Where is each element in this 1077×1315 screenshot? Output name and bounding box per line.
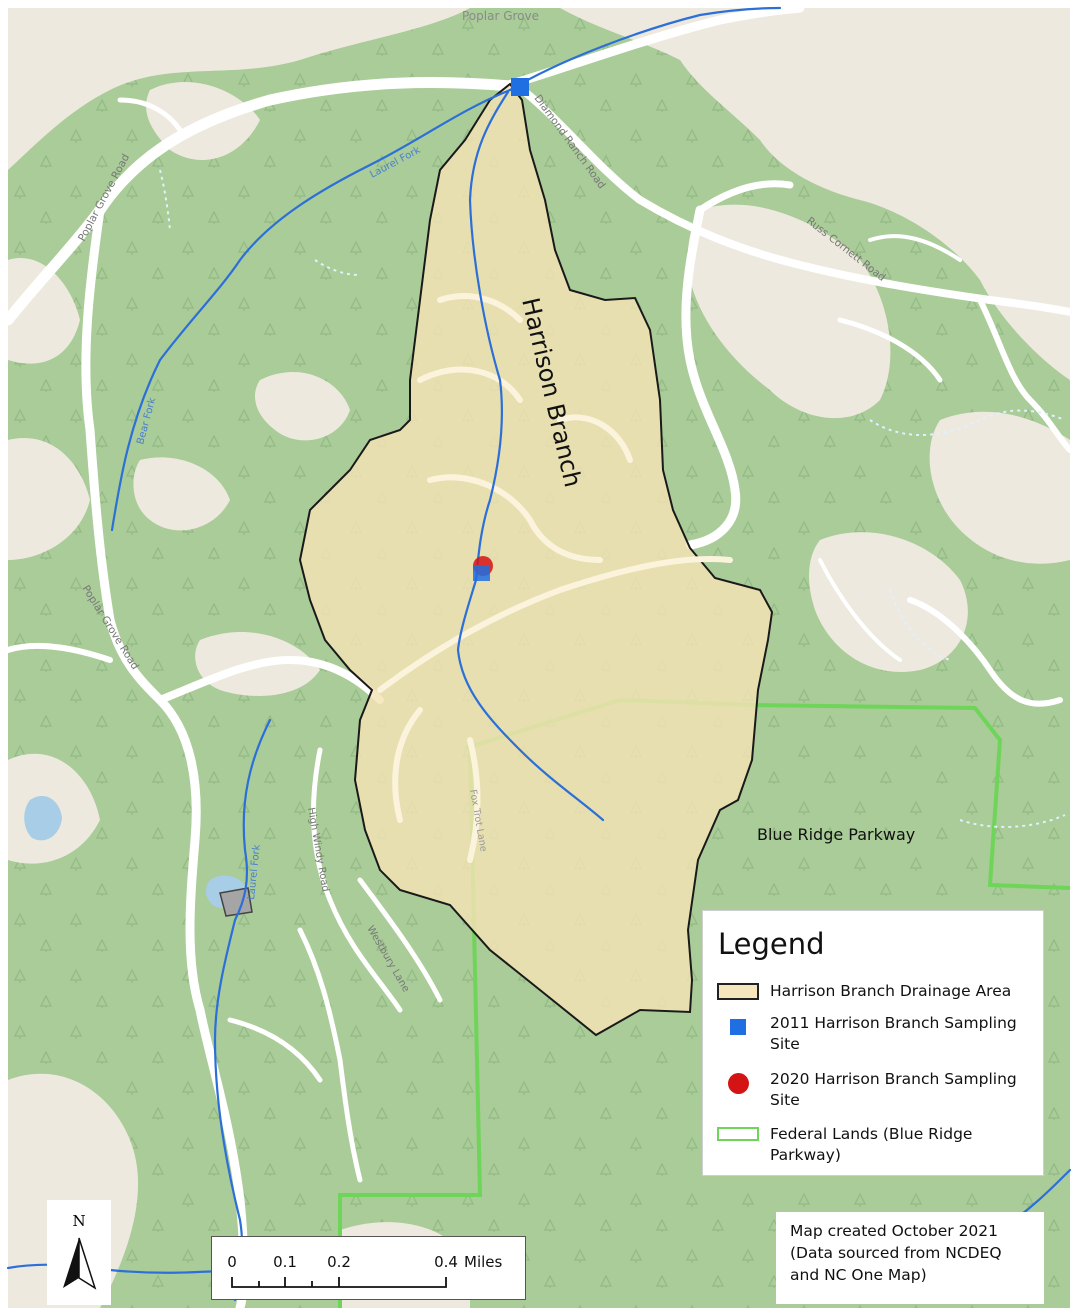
scale-unit-label: Miles xyxy=(464,1253,503,1271)
label-blue-ridge-parkway: Blue Ridge Parkway xyxy=(757,825,915,844)
blue-square-icon xyxy=(730,1019,746,1035)
legend-title: Legend xyxy=(718,927,825,961)
scale-tick-label: 0.4 xyxy=(434,1253,458,1271)
scale-tick-label: 0.1 xyxy=(273,1253,297,1271)
credit-line: Map created October 2021 xyxy=(790,1222,999,1240)
north-letter: N xyxy=(72,1212,85,1230)
legend-label: Harrison Branch Drainage Area xyxy=(770,982,1012,1000)
credit-line: (Data sourced from NCDEQ xyxy=(790,1244,1002,1262)
red-circle-icon xyxy=(728,1073,749,1094)
legend: Legend Harrison Branch Drainage Area 201… xyxy=(702,910,1044,1176)
drainage-area-polygon xyxy=(298,82,774,1037)
drainage-area-swatch xyxy=(717,983,759,1000)
credit-line: and NC One Map) xyxy=(790,1266,927,1284)
legend-label: 2020 Harrison Branch Sampling Site xyxy=(770,1070,1017,1109)
legend-label: 2011 Harrison Branch Sampling Site xyxy=(770,1014,1017,1053)
site-2011-marker-north[interactable] xyxy=(511,78,529,96)
drainage-area-tracks xyxy=(377,293,733,863)
scale-tick-label: 0 xyxy=(227,1253,237,1271)
north-arrow: N xyxy=(47,1200,111,1305)
legend-label: Federal Lands (Blue Ridge Parkway) xyxy=(770,1125,973,1164)
site-2011-marker-mid[interactable] xyxy=(473,565,490,581)
minor-creeks xyxy=(159,169,1066,828)
scale-bar-graphic: 0 0.1 0.2 0.4 Miles xyxy=(227,1253,503,1288)
label-poplar-grove-place: Poplar Grove xyxy=(462,9,539,23)
federal-lands-swatch xyxy=(717,1127,759,1141)
scale-tick-label: 0.2 xyxy=(327,1253,351,1271)
roads xyxy=(2,3,1074,1313)
map-credit: Map created October 2021 (Data sourced f… xyxy=(776,1212,1044,1304)
scale-bar: 0 0.1 0.2 0.4 Miles xyxy=(211,1236,526,1300)
north-arrow-icon: N xyxy=(63,1212,97,1290)
